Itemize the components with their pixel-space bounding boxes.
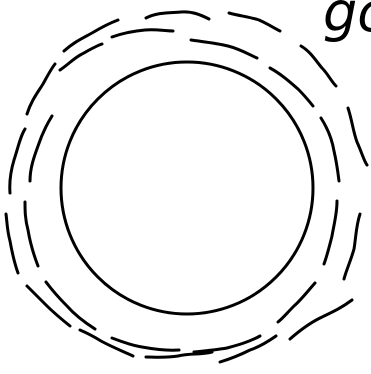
ring-dash [229, 13, 280, 31]
ring-dash [278, 283, 315, 322]
ring-dash [64, 20, 118, 51]
ring-dash [27, 64, 55, 114]
ring-dash [348, 108, 367, 165]
ring-dash [112, 30, 173, 37]
inner-circle [61, 62, 313, 314]
ring-dash [344, 214, 360, 279]
ring-dash [301, 46, 336, 86]
ring-dash [146, 352, 212, 357]
ring-dash [10, 129, 25, 193]
ring-dash [321, 118, 339, 181]
ring-dash [6, 214, 18, 273]
ring-dash [290, 300, 352, 339]
ring-dash [112, 338, 179, 350]
ring-dash [25, 202, 38, 266]
corner-text: go [323, 0, 371, 44]
ring-dash [46, 282, 95, 329]
ring-dash [324, 201, 337, 264]
ring-dash [30, 116, 52, 181]
ring-dash [27, 286, 70, 326]
ring-dash [191, 40, 257, 58]
ring-dash [146, 12, 209, 19]
